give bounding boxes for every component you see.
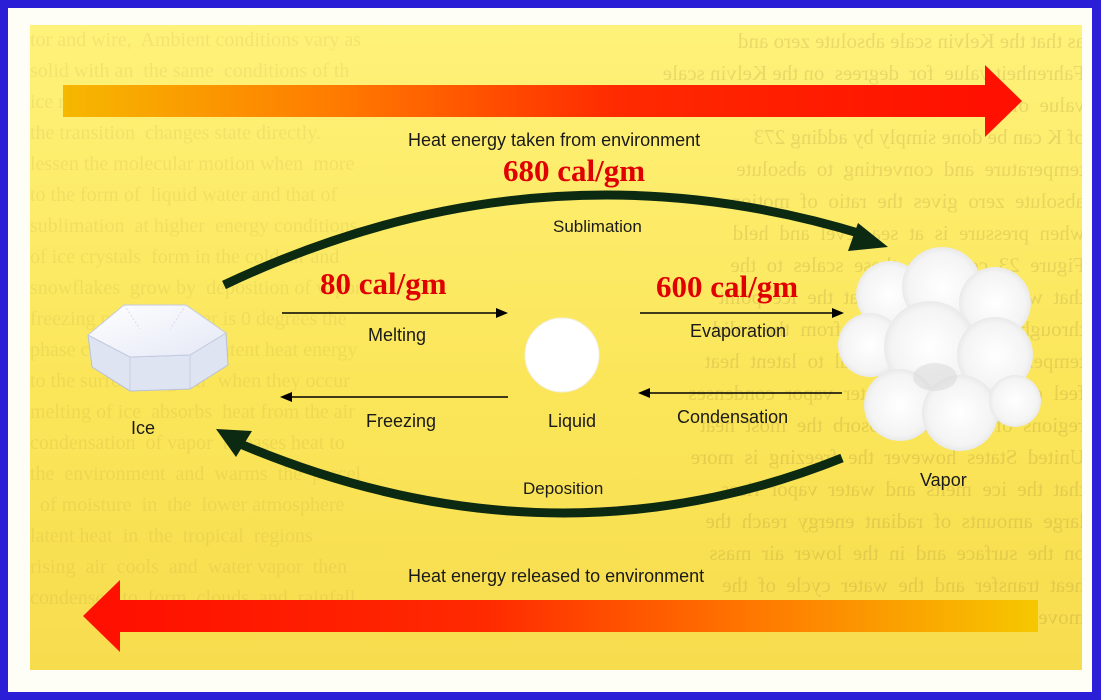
energy-released-label: Heat energy released to environment — [408, 566, 705, 586]
evaporation-label: Evaporation — [690, 321, 787, 341]
vapor-cloud — [838, 247, 1041, 451]
freezing-label: Freezing — [366, 411, 437, 431]
liquid-label: Liquid — [548, 411, 597, 431]
vapor-label: Vapor — [920, 470, 967, 490]
melting-label: Melting — [368, 325, 427, 345]
evaporation-arrow — [640, 308, 844, 318]
condensation-arrow — [638, 388, 842, 398]
melting-energy: 80 cal/gm — [320, 266, 447, 301]
diagram-graphics — [63, 65, 1041, 652]
phase-change-diagram: tor and wire, Ambient conditions vary as… — [30, 25, 1082, 670]
freezing-arrow — [280, 392, 508, 402]
deposition-arrow — [216, 429, 844, 518]
sublimation-arrow — [222, 190, 888, 290]
energy-released-band — [83, 580, 1038, 652]
evaporation-energy: 600 cal/gm — [656, 269, 799, 304]
sublimation-label: Sublimation — [553, 217, 642, 236]
condensation-label: Condensation — [677, 407, 789, 427]
liquid-drop — [524, 317, 600, 393]
energy-taken-label: Heat energy taken from environment — [408, 130, 701, 150]
ice-label: Ice — [131, 418, 156, 438]
energy-taken-band — [63, 65, 1022, 137]
deposition-label: Deposition — [523, 479, 604, 498]
melting-arrow — [282, 308, 508, 318]
ice-crystal — [87, 304, 229, 392]
sublimation-energy: 680 cal/gm — [503, 153, 646, 188]
